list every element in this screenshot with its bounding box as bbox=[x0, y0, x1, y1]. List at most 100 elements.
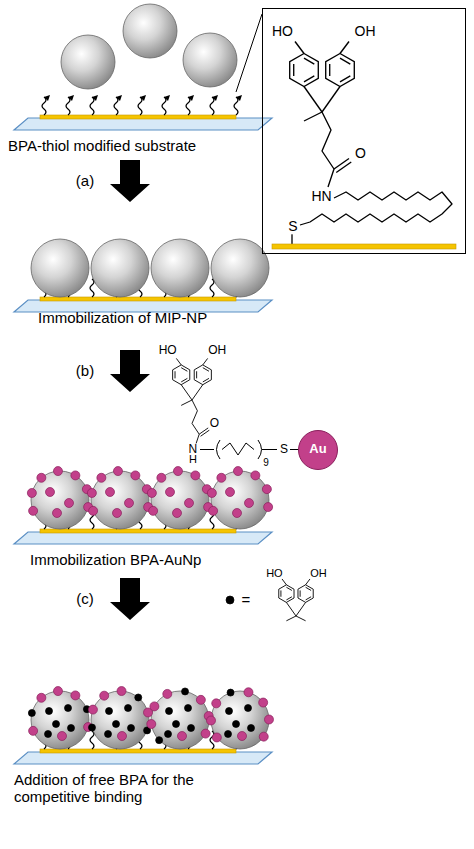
mip-nanoparticle bbox=[211, 691, 269, 749]
free-bpa-dot bbox=[245, 705, 252, 712]
free-bpa-dot bbox=[226, 596, 234, 604]
bpa-thiol bbox=[138, 97, 142, 115]
bpa-aunp bbox=[178, 732, 187, 741]
subscript: 9 bbox=[263, 457, 269, 468]
alkyl-chain bbox=[322, 112, 334, 187]
mip-nanoparticle bbox=[151, 239, 209, 297]
methyl bbox=[286, 616, 296, 621]
double-bond bbox=[340, 58, 350, 64]
bond bbox=[176, 358, 181, 365]
step-label: (b) bbox=[76, 363, 94, 380]
bpa-aunp bbox=[150, 702, 159, 711]
free-bpa-dot bbox=[135, 694, 142, 701]
free-bpa-dot bbox=[68, 725, 75, 732]
bpa-aunp bbox=[264, 503, 273, 512]
benzene-ring bbox=[290, 54, 319, 87]
bpa-aunp bbox=[157, 473, 166, 482]
free-bpa-dot bbox=[226, 708, 233, 715]
bpa-aunp bbox=[106, 488, 115, 497]
free-bpa-dot bbox=[113, 721, 120, 728]
leader-line bbox=[236, 14, 262, 92]
free-bpa-dot bbox=[188, 725, 195, 732]
bpa-aunp bbox=[207, 716, 216, 725]
mip-nanoparticle bbox=[183, 33, 237, 87]
bpa-head bbox=[164, 95, 170, 101]
ligand-chain bbox=[200, 440, 299, 459]
bpa-aunp bbox=[262, 485, 271, 494]
bpa-aunp bbox=[226, 488, 235, 497]
double-bond bbox=[203, 368, 209, 372]
atom-label: O bbox=[354, 146, 367, 161]
bond bbox=[217, 440, 221, 459]
bpa-aunp bbox=[97, 473, 106, 482]
stage-caption: BPA-thiol modified substrate bbox=[8, 138, 196, 155]
benzene-ring bbox=[279, 585, 294, 603]
mip-nanoparticle bbox=[151, 471, 209, 529]
atom-label: S bbox=[287, 219, 298, 234]
equals-sign: = bbox=[242, 592, 251, 609]
carbonyl bbox=[199, 428, 208, 434]
gold-film bbox=[40, 115, 236, 119]
step-label: (a) bbox=[76, 173, 94, 190]
bpa-head bbox=[116, 95, 122, 101]
atom-label: S bbox=[279, 443, 289, 456]
bpa-aunp bbox=[37, 693, 46, 702]
bpa-aunp bbox=[125, 499, 134, 508]
bond bbox=[322, 87, 340, 113]
stage-caption: Immobilization of MIP-NP bbox=[38, 310, 207, 327]
benzene-ring bbox=[326, 54, 355, 87]
bond bbox=[262, 449, 277, 450]
free-bpa-dot bbox=[105, 731, 112, 738]
bond bbox=[295, 42, 304, 54]
bpa-aunp bbox=[71, 471, 80, 480]
bpa-aunp bbox=[264, 715, 273, 724]
atom-label: HN bbox=[310, 189, 332, 204]
bond bbox=[258, 440, 262, 459]
free-bpa-dot bbox=[227, 689, 234, 696]
bpa-head bbox=[212, 95, 218, 101]
free-bpa-dot bbox=[53, 721, 60, 728]
bpa-aunp bbox=[259, 732, 268, 741]
free-bpa-dot bbox=[225, 731, 232, 738]
free-bpa-dot bbox=[88, 724, 95, 731]
bpa-aunp bbox=[46, 488, 55, 497]
bpa-aunp bbox=[259, 698, 268, 707]
bpa-aunp bbox=[196, 695, 205, 704]
bond bbox=[286, 602, 296, 616]
gold-film bbox=[40, 749, 236, 753]
bpa-aunp bbox=[173, 509, 182, 518]
bond bbox=[222, 443, 254, 455]
double-bond bbox=[280, 590, 281, 596]
bpa-aunp bbox=[163, 689, 172, 698]
node-label: Au bbox=[309, 442, 326, 456]
structure-inset: HOOHOHNS bbox=[262, 8, 466, 254]
double-bond bbox=[329, 64, 330, 76]
free-bpa-dot bbox=[125, 705, 132, 712]
free-bpa-dot bbox=[28, 709, 35, 716]
free-bpa-dot bbox=[156, 737, 163, 744]
bpa-aunp bbox=[53, 509, 62, 518]
glass-slide bbox=[14, 532, 272, 544]
free-bpa-dot bbox=[65, 705, 72, 712]
carbonyl bbox=[201, 430, 210, 436]
bpa-thiol bbox=[210, 97, 214, 115]
stage-caption: Immobilization BPA-AuNp bbox=[30, 552, 201, 569]
free-bpa-dot bbox=[128, 725, 135, 732]
double-bond bbox=[300, 590, 301, 596]
bpa-structure bbox=[290, 42, 355, 188]
mip-nanoparticle bbox=[31, 239, 89, 297]
bpa-head bbox=[68, 95, 74, 101]
bond bbox=[203, 358, 208, 365]
bpa-aunp bbox=[217, 473, 226, 482]
bpa-thiol bbox=[210, 279, 214, 297]
bpa-aunp bbox=[113, 509, 122, 518]
benzene-ring bbox=[298, 585, 313, 603]
bpa-head bbox=[44, 95, 50, 101]
bpa-aunp bbox=[238, 732, 247, 741]
mip-nanoparticle bbox=[91, 471, 149, 529]
bond bbox=[296, 602, 306, 616]
atom-label: HO bbox=[158, 345, 178, 358]
bpa-thiol bbox=[234, 97, 238, 115]
bpa-aunp bbox=[53, 467, 62, 476]
